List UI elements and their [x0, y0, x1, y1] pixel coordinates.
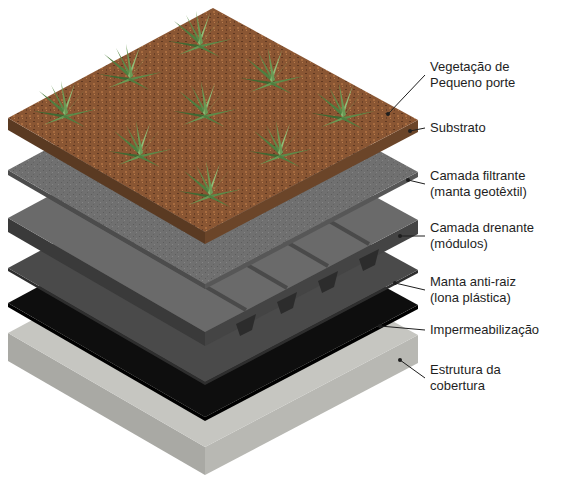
leader-lines	[378, 75, 425, 378]
leader-line	[400, 236, 425, 237]
drainage-cup	[236, 314, 256, 336]
plants	[33, 11, 375, 207]
leader-dot	[406, 178, 410, 182]
leader-line	[408, 180, 425, 184]
plant-icon	[311, 83, 375, 129]
layer-label: Manta anti-raiz (lona plástica)	[430, 274, 548, 306]
layer-label: Camada drenante (módulos)	[430, 220, 548, 252]
leader-dot	[398, 358, 402, 362]
leader-line	[395, 283, 425, 290]
plant-icon	[173, 81, 237, 127]
layer-label: Vegetação de Pequeno porte	[430, 59, 548, 91]
layer-label: Camada filtrante (manta geotêxtil)	[430, 168, 548, 200]
leader-line	[400, 360, 425, 378]
plant-icon	[248, 121, 312, 167]
plant-icon	[240, 48, 304, 94]
leader-line	[380, 326, 425, 330]
plant-icon	[33, 81, 97, 127]
layer-label: Substrato	[430, 120, 548, 136]
layer-label: Estrutura da cobertura	[430, 362, 548, 394]
drainage-cup	[277, 292, 297, 314]
leader-dot	[393, 281, 397, 285]
leader-dot	[378, 324, 382, 328]
leader-line	[388, 75, 425, 114]
plant-icon	[108, 121, 172, 167]
plant-icon	[98, 44, 162, 90]
plant-icon	[178, 161, 242, 207]
leader-dot	[386, 112, 390, 116]
leader-dot	[408, 129, 412, 133]
plant-icon	[168, 11, 232, 57]
drainage-cups	[236, 249, 379, 336]
drainage-cup	[359, 249, 379, 271]
layer-label: Impermeabilização	[430, 322, 560, 338]
leader-line	[410, 128, 425, 131]
drainage-cup	[318, 271, 338, 293]
leader-dot	[398, 234, 402, 238]
layer-top	[8, 8, 418, 232]
substrate-layer	[8, 8, 418, 244]
